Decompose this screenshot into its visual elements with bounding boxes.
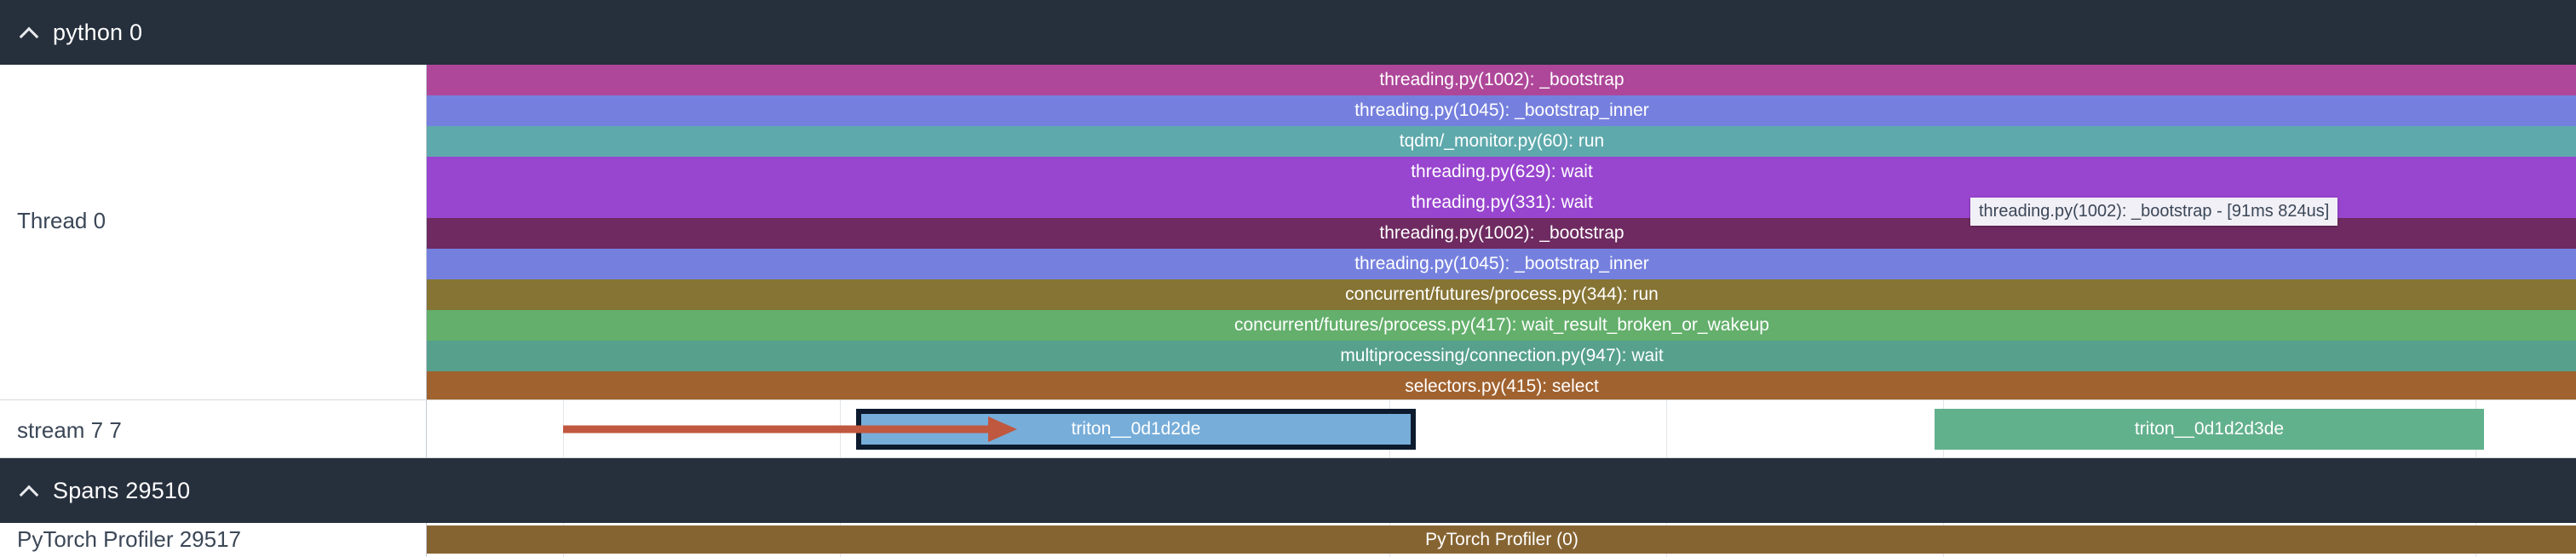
track-label-stream-7-7: stream 7 7 (17, 417, 122, 443)
slice-selected[interactable]: triton__0d1d2de (856, 409, 1416, 450)
group-title-python: python 0 (53, 19, 143, 45)
flame-slice[interactable]: tqdm/_monitor.py(60): run (427, 126, 2576, 157)
flame-slice[interactable]: threading.py(629): wait (427, 157, 2576, 187)
flame-slice[interactable]: multiprocessing/connection.py(947): wait (427, 341, 2576, 371)
group-header-spans[interactable]: Spans 29510 (0, 458, 2576, 523)
slice[interactable]: PyTorch Profiler (0) (427, 525, 2576, 554)
flame-slice[interactable]: threading.py(1045): _bootstrap_inner (427, 95, 2576, 126)
group-title-spans: Spans 29510 (53, 477, 191, 503)
gridline-1 (840, 400, 841, 457)
flame-slice[interactable]: threading.py(1045): _bootstrap_inner (427, 249, 2576, 279)
chevron-up-icon[interactable] (19, 21, 41, 43)
slice-tooltip: threading.py(1002): _bootstrap - [91ms 8… (1970, 198, 2338, 226)
flame-slice[interactable]: concurrent/futures/process.py(417): wait… (427, 310, 2576, 341)
track-shell-stream-7-7[interactable]: triton__0d1d2de triton__0d1d2d3de (426, 400, 2576, 457)
slice[interactable]: triton__0d1d2d3de (1935, 409, 2484, 450)
gridline-0 (563, 400, 564, 457)
flame-slice[interactable]: concurrent/futures/process.py(344): run (427, 279, 2576, 310)
flame-slice[interactable]: threading.py(1002): _bootstrap (427, 65, 2576, 95)
group-header-python[interactable]: python 0 (0, 0, 2576, 65)
gridline-3 (1666, 400, 1667, 457)
track-label-pytorch-profiler: PyTorch Profiler 29517 (17, 526, 242, 552)
chevron-up-icon[interactable] (19, 479, 41, 502)
flame-slice[interactable]: selectors.py(415): select (427, 371, 2576, 399)
track-shell-pytorch-profiler[interactable]: PyTorch Profiler (0) (426, 523, 2576, 557)
track-label-thread-0: Thread 0 (17, 208, 106, 233)
track-pytorch-profiler[interactable]: PyTorch Profiler 29517 PyTorch Profiler … (0, 523, 2576, 557)
